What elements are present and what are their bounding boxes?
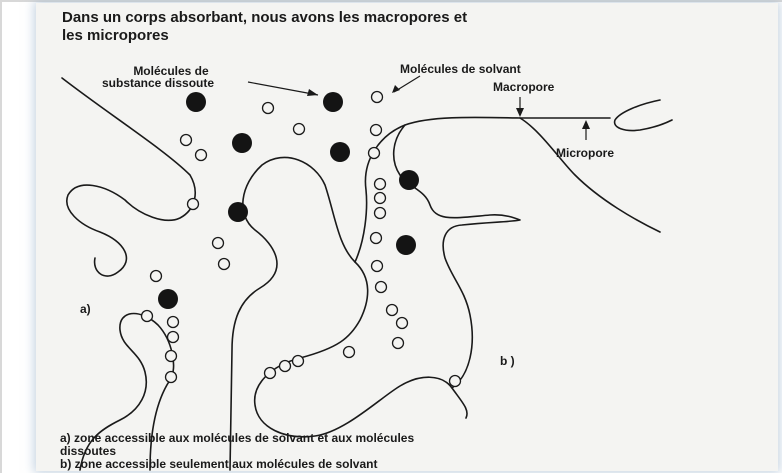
solvent-molecule [151, 271, 162, 282]
legend-a-line-1: a) zone accessible aux molécules de solv… [60, 431, 414, 445]
solvent-molecule [294, 124, 305, 135]
solvent-molecule [166, 372, 177, 383]
solvent-molecule [280, 361, 291, 372]
solvent-molecule [372, 92, 383, 103]
solute-label-line-2: substance dissoute [102, 76, 214, 90]
diagram-title-line-1: Dans un corps absorbant, nous avons les … [62, 9, 467, 26]
zone-a-label: a) [80, 302, 91, 316]
solute-molecule [323, 92, 343, 112]
solvent-arrowhead [392, 85, 400, 93]
solvent-molecule [369, 148, 380, 159]
solute-molecule [399, 170, 419, 190]
solvent-molecule [213, 238, 224, 249]
solvent-molecule [372, 261, 383, 272]
solvent-molecule [375, 208, 386, 219]
solvent-molecule [393, 338, 404, 349]
solute-molecule [330, 142, 350, 162]
solvent-molecule [196, 150, 207, 161]
solute-arrowhead [307, 89, 318, 96]
solvent-label: Molécules de solvant [400, 62, 521, 76]
solvent-molecule [375, 193, 386, 204]
solvent-molecule [166, 351, 177, 362]
solvent-molecule [142, 311, 153, 322]
zone-b-label: b ) [500, 354, 515, 368]
solvent-molecule [371, 233, 382, 244]
solvent-molecule [265, 368, 276, 379]
solvent-molecule [371, 125, 382, 136]
micropore-arrowhead [582, 120, 590, 129]
solvent-molecule [375, 179, 386, 190]
solvent-molecule [168, 317, 179, 328]
channel-right-wall [355, 117, 610, 262]
solvent-molecule [263, 103, 274, 114]
macropore-label: Macropore [493, 80, 554, 94]
solvent-molecule [188, 199, 199, 210]
solvent-molecule [397, 318, 408, 329]
micropore-label: Micropore [556, 146, 614, 160]
solute-molecule [232, 133, 252, 153]
legend-a-line-2: dissoutes [60, 444, 116, 458]
micropore-detail [615, 100, 672, 131]
central-pore-wall [230, 157, 467, 470]
left-pore-wall [62, 78, 195, 276]
solute-molecule [158, 289, 178, 309]
diagram-title-line-2: les micropores [62, 27, 169, 44]
solvent-molecule [181, 135, 192, 146]
micropore-tongue [394, 125, 520, 388]
solvent-molecule [219, 259, 230, 270]
solvent-molecule [293, 356, 304, 367]
solvent-molecule [450, 376, 461, 387]
solvent-molecule [376, 282, 387, 293]
solute-leader [248, 82, 318, 95]
solute-molecule [396, 235, 416, 255]
solvent-molecule [344, 347, 355, 358]
macropore-arrowhead [516, 108, 524, 117]
solute-molecule [228, 202, 248, 222]
solute-molecule [186, 92, 206, 112]
legend-b: b) zone accessible seulement aux molécul… [60, 457, 377, 471]
solvent-molecule [387, 305, 398, 316]
right-wall [520, 118, 660, 232]
solvent-molecule [168, 332, 179, 343]
